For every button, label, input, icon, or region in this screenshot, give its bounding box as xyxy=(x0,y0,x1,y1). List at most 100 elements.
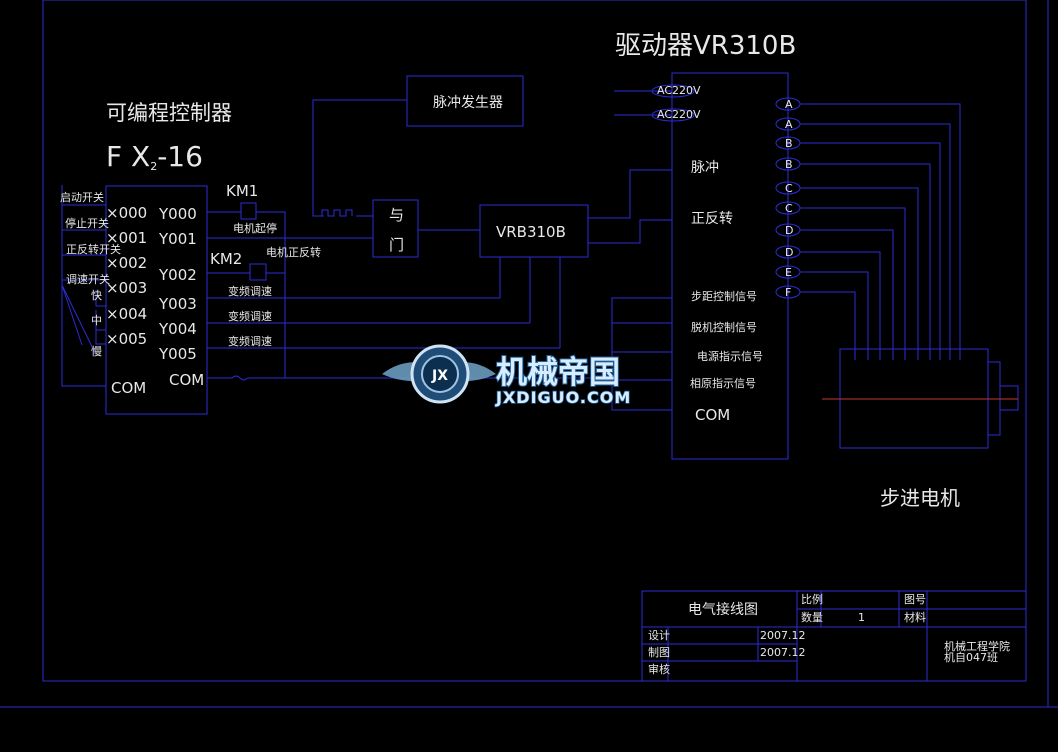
terminal-d: D xyxy=(775,245,801,259)
speed-switch-label: 调速开关 xyxy=(66,272,110,286)
driver-fwd-rev-label: 正反转 xyxy=(691,211,733,227)
watermark-url: JXDIGUO.COM xyxy=(495,388,631,407)
svg-text:A: A xyxy=(785,118,793,131)
svg-text:B: B xyxy=(785,137,793,150)
plc-output: Y005 xyxy=(158,345,197,363)
svg-text:E: E xyxy=(785,266,792,279)
title-block: 电气接线图 比例 图号 数量 1 材料 设计 2007.12 制图 2007.1… xyxy=(641,590,1027,682)
svg-text:D: D xyxy=(785,246,793,259)
pulse-generator-box xyxy=(406,75,524,127)
vrb310b-box xyxy=(479,204,589,258)
terminal-a: A xyxy=(775,97,801,111)
and-gate-label-2: 门 xyxy=(389,236,404,254)
qty-label: 数量 xyxy=(801,611,823,624)
driver-signal-2: 脱机控制信号 xyxy=(691,320,757,334)
plc-input: ×000 xyxy=(106,204,147,222)
freq-speed-label-2: 变频调速 xyxy=(228,309,272,323)
plc-model: F X2-16 xyxy=(106,140,203,173)
plc-inputs: ×000 ×001 ×002 ×003 ×004 ×005 COM xyxy=(106,204,147,397)
plc-input: ×005 xyxy=(106,330,147,348)
drawing-frame xyxy=(42,0,1027,682)
material-label: 材料 xyxy=(904,610,926,624)
svg-text:B: B xyxy=(785,158,793,171)
input-switches: 启动开关 停止开关 正反转开关 调速开关 快 中 慢 xyxy=(60,185,121,387)
stop-switch-label: 停止开关 xyxy=(65,216,109,230)
driver-signal-1: 步距控制信号 xyxy=(691,289,757,303)
ac220v-label-1: AC220V xyxy=(657,84,701,97)
plc-box xyxy=(105,185,208,415)
driver-title: 驱动器VR310B xyxy=(615,31,796,61)
plc-input: ×001 xyxy=(106,229,147,247)
and-gate-box xyxy=(372,199,419,258)
driver-box xyxy=(671,72,789,460)
mid-label: 中 xyxy=(91,314,102,327)
driver-terminals: A A B B C C D D E F xyxy=(775,97,961,360)
emblem-text: JX xyxy=(431,368,448,384)
watermark: JX 机械帝国 JXDIGUO.COM xyxy=(382,344,631,408)
motor-label: 步进电机 xyxy=(880,486,960,510)
svg-text:F: F xyxy=(785,286,791,299)
qty-value: 1 xyxy=(858,611,865,624)
terminal-c: C xyxy=(775,201,801,215)
motor-fwd-rev-label: 电机正反转 xyxy=(266,245,321,259)
terminal-f: F xyxy=(775,285,801,299)
plc-output: Y000 xyxy=(158,205,197,223)
plc-output-com: COM xyxy=(169,371,204,389)
drawing-title: 电气接线图 xyxy=(688,601,758,618)
slow-label: 慢 xyxy=(91,345,102,358)
terminal-b: B xyxy=(775,157,801,171)
plc-output: Y004 xyxy=(158,320,197,338)
motor-shaft xyxy=(999,385,1019,411)
pulse-waveform-icon xyxy=(321,209,353,217)
km2-coil xyxy=(249,263,267,281)
fwd-rev-switch-label: 正反转开关 xyxy=(66,242,121,256)
terminal-d: D xyxy=(775,223,801,237)
plc-input-com: COM xyxy=(111,379,146,397)
scale-label: 比例 xyxy=(801,592,823,606)
freq-speed-label-3: 变频调速 xyxy=(228,334,272,348)
designer-label: 设计 xyxy=(648,629,670,642)
drafter-label: 制图 xyxy=(648,646,670,659)
school-line-1: 机械工程学院 xyxy=(944,639,1010,653)
km1-coil xyxy=(240,202,257,220)
terminal-e: E xyxy=(775,265,801,279)
km1-label: KM1 xyxy=(226,182,258,200)
svg-text:A: A xyxy=(785,98,793,111)
plc-input: ×002 xyxy=(106,254,147,272)
output-wiring: KM1 KM2 电机起停 电机正反转 变频调速 变频调速 变频调速 xyxy=(207,182,610,381)
plc-output: Y002 xyxy=(158,266,197,284)
driver-pulse-label: 脉冲 xyxy=(691,160,719,176)
terminal-a: A xyxy=(775,117,801,131)
svg-text:C: C xyxy=(785,182,793,195)
designer-date: 2007.12 xyxy=(760,629,806,642)
school-line-2: 机自047班 xyxy=(944,650,998,664)
driver-signal-4: 相原指示信号 xyxy=(690,376,756,390)
reviewer-label: 审核 xyxy=(648,662,670,676)
plc-title: 可编程控制器 xyxy=(106,101,232,125)
svg-text:D: D xyxy=(785,224,793,237)
stepper-motor xyxy=(822,348,1019,449)
watermark-brand: 机械帝国 xyxy=(496,355,620,391)
drafter-date: 2007.12 xyxy=(760,646,806,659)
start-switch-label: 启动开关 xyxy=(60,190,104,204)
driver-signal-3: 电源指示信号 xyxy=(697,349,763,363)
vrb310b-label: VRB310B xyxy=(496,223,566,241)
ac220v-label-2: AC220V xyxy=(657,108,701,121)
plc-input: ×003 xyxy=(106,279,147,297)
input-common-wire xyxy=(61,185,106,387)
terminal-b: B xyxy=(775,136,801,150)
ac-terminal xyxy=(651,108,695,122)
terminal-c: C xyxy=(775,181,801,195)
and-gate-label-1: 与 xyxy=(389,206,404,224)
plc-outputs: Y000 Y001 Y002 Y003 Y004 Y005 COM xyxy=(158,205,204,389)
plc-output: Y003 xyxy=(158,295,197,313)
km2-label: KM2 xyxy=(210,250,242,268)
fast-label: 快 xyxy=(91,289,102,302)
drawing-no-label: 图号 xyxy=(904,593,926,606)
pulse-generator-label: 脉冲发生器 xyxy=(433,95,503,111)
freq-speed-label-1: 变频调速 xyxy=(228,284,272,298)
motor-start-stop-label: 电机起停 xyxy=(233,221,277,235)
ac-terminal xyxy=(651,84,695,98)
driver-com-label: COM xyxy=(695,406,730,424)
plc-output: Y001 xyxy=(158,230,197,248)
